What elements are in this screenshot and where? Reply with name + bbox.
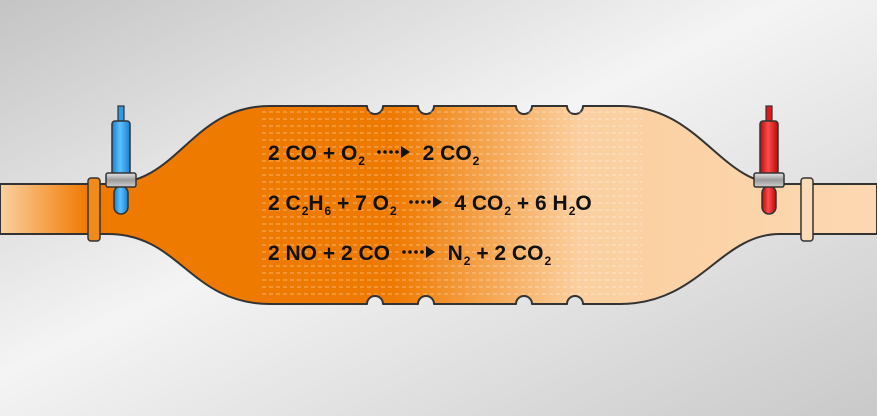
downstream-oxygen-sensor xyxy=(753,105,785,215)
outlet-flange xyxy=(800,177,814,242)
substrate-channels xyxy=(262,111,642,295)
inlet-flange xyxy=(87,177,101,242)
upstream-oxygen-sensor xyxy=(105,105,137,215)
